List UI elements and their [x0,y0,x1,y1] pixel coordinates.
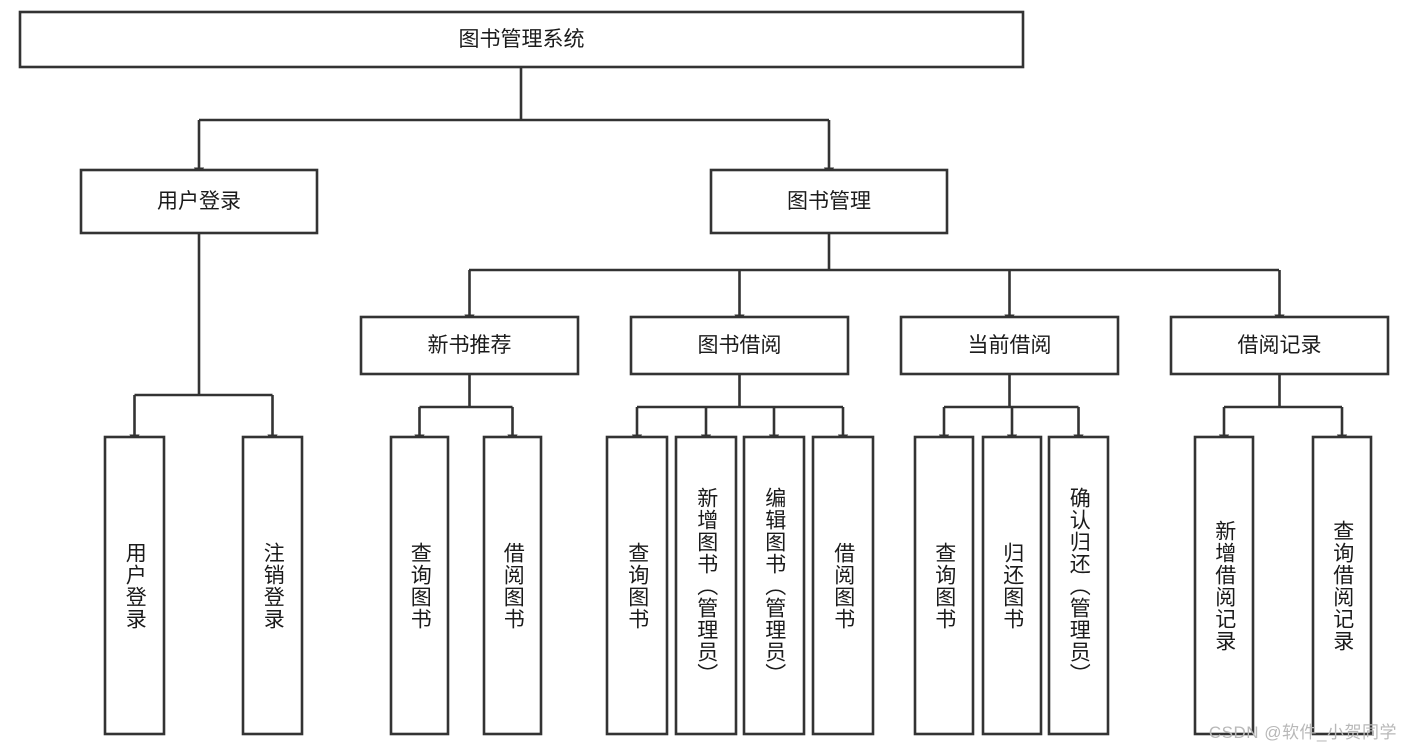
node-leaf-borrow-book[interactable] [811,435,875,736]
node-leaf-query-book[interactable] [605,435,669,736]
node-leaf-user-login[interactable] [103,435,166,736]
node-label: 用户登录 [157,190,241,213]
node-label: 图书管理 [787,190,871,213]
node-label: 当前借阅 [968,334,1052,357]
node-leaf-logout[interactable] [241,435,304,736]
node-leaf-borrow-book-rec[interactable] [482,435,543,736]
node-leaf-add-book[interactable] [674,435,738,736]
node-leaf-query-book-rec[interactable] [389,435,450,736]
node-leaf-query-record[interactable] [1311,435,1373,736]
node-leaf-confirm-return[interactable] [1047,435,1110,736]
connector-layer [129,67,1348,444]
node-book-manage[interactable]: 图书管理 [709,168,949,235]
node-leaf-edit-book[interactable] [742,435,806,736]
node-label: 图书管理系统 [459,28,585,51]
node-new-book-rec[interactable]: 新书推荐 [359,315,580,376]
node-label: 借阅记录 [1238,334,1322,357]
watermark-label: CSDN @软件_小贺同学 [1208,723,1397,742]
node-book-borrow[interactable]: 图书借阅 [629,315,850,376]
node-current-borrow[interactable]: 当前借阅 [899,315,1120,376]
node-label: 新书推荐 [428,334,512,357]
node-label: 图书借阅 [698,334,782,357]
node-leaf-return-book[interactable] [981,435,1043,736]
node-borrow-record[interactable]: 借阅记录 [1169,315,1390,376]
node-user-login[interactable]: 用户登录 [79,168,319,235]
node-leaf-add-record[interactable] [1193,435,1255,736]
node-root[interactable]: 图书管理系统 [18,10,1025,69]
node-leaf-query-book-cur[interactable] [913,435,975,736]
